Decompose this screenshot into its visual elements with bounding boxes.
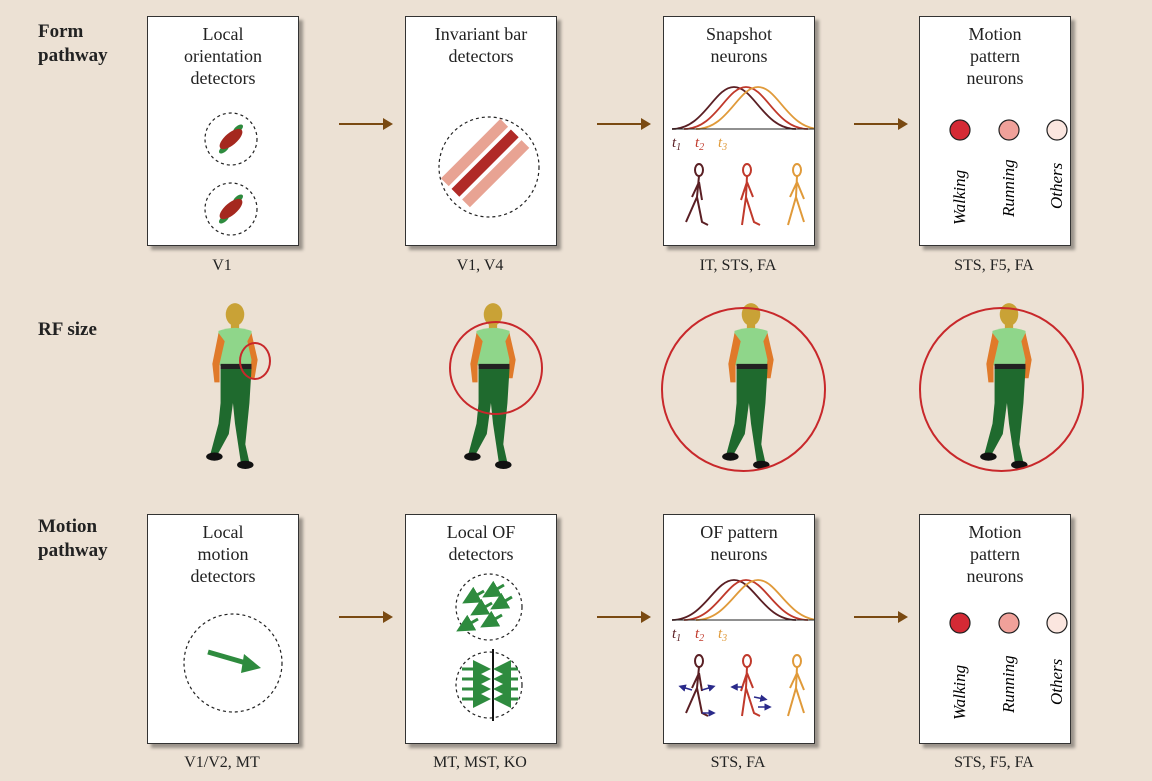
walking-neuron-icon — [949, 612, 971, 634]
box-title: Invariant bar detectors — [434, 24, 528, 66]
others-label: Others — [1047, 658, 1066, 705]
form-box-orientation: Local orientation detectors — [147, 16, 299, 246]
walking-label: Walking — [950, 665, 969, 720]
svg-text:t2: t2 — [695, 135, 704, 153]
motion-box-local-of: Local OF detectors — [405, 514, 557, 744]
motion-box-local-motion: Local motion detectors — [147, 514, 299, 744]
form-box-motion-pattern: Motion pattern neurons Walking Running O… — [919, 16, 1071, 246]
rf-size-label: RF size — [38, 319, 97, 340]
others-label: Others — [1047, 162, 1066, 209]
stick-figure-1 — [685, 163, 709, 226]
svg-text:t2: t2 — [695, 626, 704, 644]
area-label: IT, STS, FA — [699, 257, 777, 274]
arrow-icon — [854, 611, 908, 623]
arrow-icon — [339, 611, 393, 623]
box-title: Motion pattern neurons — [966, 522, 1024, 586]
stick-figure-3 — [787, 654, 805, 717]
stick-figure-2 — [740, 654, 761, 717]
area-label: STS, FA — [710, 754, 766, 771]
rf-circle-large — [919, 307, 1084, 472]
box-title: OF pattern neurons — [700, 522, 778, 564]
form-box-snapshot: Snapshot neurons t1 t2 t3 — [663, 16, 815, 246]
running-neuron-icon — [998, 119, 1020, 141]
orientation-detector-icon — [204, 112, 258, 236]
running-label: Running — [999, 159, 1018, 218]
box-title: Local orientation detectors — [184, 24, 262, 88]
box-title: Local motion detectors — [190, 522, 256, 586]
pattern-neurons: Walking Running Others — [949, 119, 1068, 225]
t3-label: t — [718, 135, 723, 151]
stick-figure-3 — [787, 163, 805, 226]
area-label: V1, V4 — [456, 257, 504, 274]
rf-circle-large — [661, 307, 826, 472]
svg-text:t1: t1 — [672, 135, 681, 153]
area-label: STS, F5, FA — [954, 754, 1034, 771]
motion-pathway-label: Motion pathway — [38, 516, 108, 561]
motion-box-motion-pattern: Motion pattern neurons Walking Running O… — [919, 514, 1071, 744]
motion-detector-icon — [183, 613, 283, 713]
running-neuron-icon — [998, 612, 1020, 634]
svg-text:t3: t3 — [718, 626, 727, 644]
t1-label: t — [672, 626, 677, 642]
arrow-icon — [597, 611, 651, 623]
box-title: Local OF detectors — [446, 522, 516, 564]
rf-circle-medium — [449, 321, 543, 415]
arrow-icon — [339, 118, 393, 130]
walking-neuron-icon — [949, 119, 971, 141]
t1-label: t — [672, 135, 677, 151]
box-title: Snapshot neurons — [705, 24, 772, 66]
others-neuron-icon — [1046, 612, 1068, 634]
area-label: V1/V2, MT — [184, 754, 260, 771]
svg-text:t1: t1 — [672, 626, 681, 644]
arrow-icon — [597, 118, 651, 130]
box-title: Motion pattern neurons — [966, 24, 1024, 88]
bar-detector-icon — [438, 116, 540, 218]
t2-label: t — [695, 135, 700, 151]
walking-label: Walking — [950, 170, 969, 225]
area-label: STS, F5, FA — [954, 257, 1034, 274]
arrow-icon — [854, 118, 908, 130]
t3-label: t — [718, 626, 723, 642]
stick-figure-1 — [685, 654, 709, 717]
form-pathway-label: Form pathway — [38, 21, 108, 66]
form-box-invariant-bar: Invariant bar detectors — [405, 16, 557, 246]
of-tuning-curves: t1 t2 t3 — [671, 579, 814, 717]
of-detector-icon — [455, 573, 523, 721]
snapshot-tuning-curves: t1 t2 t3 — [671, 86, 814, 226]
motion-box-of-pattern: OF pattern neurons t1 t2 t3 — [663, 514, 815, 744]
area-label: MT, MST, KO — [433, 754, 527, 771]
walker-figure-1 — [206, 303, 258, 469]
pattern-neurons: Walking Running Others — [949, 612, 1068, 720]
svg-text:t3: t3 — [718, 135, 727, 153]
rf-circle-small — [239, 342, 271, 380]
running-label: Running — [999, 655, 1018, 714]
area-label: V1 — [212, 257, 232, 274]
others-neuron-icon — [1046, 119, 1068, 141]
stick-figure-2 — [740, 163, 761, 226]
t2-label: t — [695, 626, 700, 642]
